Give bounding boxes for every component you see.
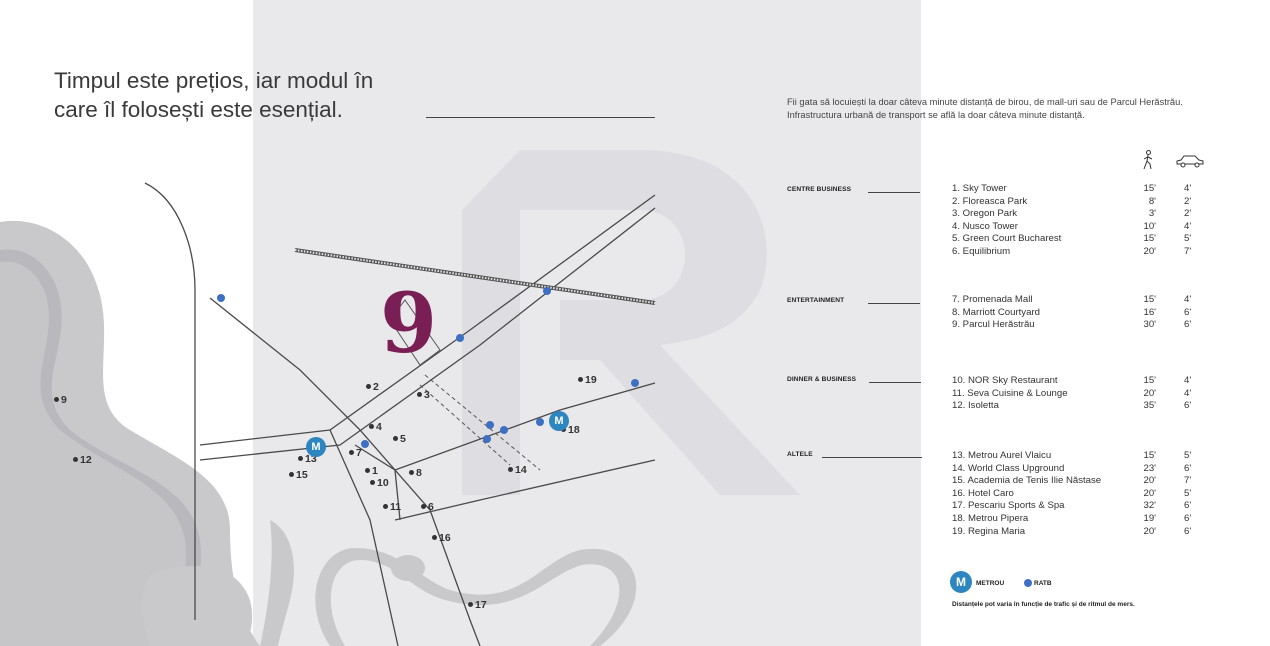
disclaimer-note: Distanțele pot varia în funcție de trafi…: [952, 601, 1135, 608]
category-rule: [869, 382, 921, 383]
map-pin-2: 2: [366, 381, 379, 393]
car-time: 4': [1184, 294, 1192, 305]
category-rule: [868, 192, 920, 193]
category-rule: [868, 303, 920, 304]
map-pin-10: 10: [370, 477, 389, 489]
car-time: 6': [1184, 525, 1192, 537]
headline-line-2: care îl folosești este esențial.: [54, 97, 343, 122]
walk-time: 16': [1143, 306, 1156, 318]
bus-stop-marker: [536, 418, 544, 426]
walk-time: 30': [1143, 319, 1156, 331]
walk-time: 23': [1143, 462, 1156, 474]
category-label-entertainment: ENTERTAINMENT: [787, 297, 845, 304]
map-pin-17: 17: [468, 599, 487, 611]
walk-time: 35': [1143, 400, 1156, 412]
map-pin-3: 3: [417, 389, 430, 401]
intro-line-1: Fii gata să locuiești la doar câteva min…: [787, 97, 1183, 107]
category-rule: [822, 457, 922, 458]
walk-time: 15': [1143, 294, 1156, 305]
car-time: 5': [1184, 233, 1192, 245]
map-pin-9: 9: [54, 394, 67, 406]
map-pin-18: 18: [561, 424, 580, 436]
map-pin-13: 13: [298, 453, 317, 465]
walk-time: 20': [1143, 387, 1156, 399]
car-time: 4': [1184, 183, 1192, 194]
bus-stop-marker: [483, 435, 491, 443]
category-label-centre-business: CENTRE BUSINESS: [787, 186, 852, 193]
headline-line-1: Timpul este prețios, iar modul în: [54, 68, 374, 93]
car-time: 6': [1184, 306, 1192, 318]
car-time: 6': [1184, 462, 1192, 474]
headline: Timpul este prețios, iar modul în care î…: [54, 66, 434, 124]
car-time: 7': [1184, 475, 1192, 487]
category-label-dinner-business: DINNER & BUSINESS: [787, 376, 857, 383]
map-pin-11: 11: [383, 501, 401, 513]
walk-time: 3': [1148, 208, 1156, 220]
bus-stop-marker: [631, 379, 639, 387]
railway: [294, 248, 656, 305]
bus-stop-marker: [456, 334, 464, 342]
car-time: 4': [1184, 387, 1192, 399]
car-time: 5': [1184, 487, 1192, 499]
walk-time: 20': [1143, 487, 1156, 499]
bus-stop-marker: [500, 426, 508, 434]
map-pin-1: 1: [365, 465, 378, 477]
map-pin-16: 16: [432, 532, 451, 544]
map-pin-7: 7: [349, 447, 362, 459]
road-network: [144, 182, 656, 646]
bus-stop-marker: [361, 440, 369, 448]
bus-legend-label: RATB: [1034, 580, 1052, 587]
metro-marker-pipera: M: [549, 411, 569, 431]
walk-time: 15': [1143, 450, 1156, 461]
car-time: 6': [1184, 400, 1192, 412]
walking-person-icon: [1143, 150, 1153, 170]
metro-legend-label: METROU: [976, 580, 1005, 587]
car-time: 5': [1184, 450, 1192, 461]
map-pin-19: 19: [578, 374, 597, 386]
walk-time: 20': [1143, 245, 1156, 257]
walk-time: 32': [1143, 500, 1156, 512]
map-pin-12: 12: [73, 454, 92, 466]
map-pin-6: 6: [421, 501, 434, 513]
area-map: 9: [0, 150, 800, 646]
car-time: 2': [1184, 195, 1192, 207]
car-time: 7': [1184, 245, 1192, 257]
bus-stop-marker: [486, 421, 494, 429]
map-pin-4: 4: [369, 421, 382, 433]
car-time: 6': [1184, 319, 1192, 331]
project-logo: 9: [380, 276, 437, 372]
car-time: 6': [1184, 500, 1192, 512]
r-watermark: [462, 150, 800, 495]
car-time: 4': [1184, 220, 1192, 232]
metro-legend-icon: M: [950, 571, 972, 593]
car-time: 4': [1184, 375, 1192, 386]
walk-time: 20': [1143, 525, 1156, 537]
walk-time: 15': [1143, 375, 1156, 386]
walk-time: 15': [1143, 183, 1156, 194]
category-label-altele: ALTELE: [787, 451, 813, 458]
walk-time: 15': [1143, 233, 1156, 245]
car-time: 6': [1184, 512, 1192, 524]
map-pin-8: 8: [409, 467, 422, 479]
walk-time: 20': [1143, 475, 1156, 487]
bus-stop-marker: [543, 287, 551, 295]
metro-marker-aurel-vlaicu: M: [306, 437, 326, 457]
walk-time: 10': [1143, 220, 1156, 232]
walk-time: 19': [1143, 512, 1156, 524]
car-icon: [1176, 155, 1204, 168]
intro-line-2: Infrastructura urbană de transport se af…: [787, 109, 1085, 120]
intro-text: Fii gata să locuiești la doar câteva min…: [787, 96, 1262, 121]
map-pin-15: 15: [289, 469, 308, 481]
site-plot: [389, 299, 541, 471]
map-pin-5: 5: [393, 433, 406, 445]
walk-time: 8': [1148, 195, 1156, 207]
svg-text:9: 9: [380, 276, 437, 372]
bus-stop-marker: [217, 294, 225, 302]
headline-rule: [426, 117, 655, 118]
map-pin-14: 14: [508, 464, 527, 476]
car-time: 2': [1184, 208, 1192, 220]
bus-legend-icon: [1024, 579, 1032, 587]
